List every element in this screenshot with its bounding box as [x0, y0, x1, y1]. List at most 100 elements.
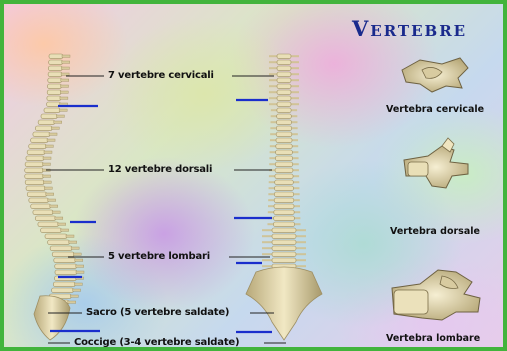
label-sacrum: Sacro (5 vertebre saldate) — [86, 307, 229, 318]
side-spinous-process — [60, 91, 68, 93]
label-lumbar-vertebra: Vertebra lombare — [386, 333, 480, 344]
side-vertebra — [55, 270, 77, 275]
side-vertebra — [49, 54, 63, 59]
front-vertebra — [272, 240, 296, 245]
front-vertebra — [275, 180, 294, 185]
side-spinous-process — [70, 295, 78, 297]
front-vertebra — [277, 84, 291, 89]
front-vertebra — [277, 96, 291, 101]
side-vertebra — [54, 258, 76, 263]
front-vertebra — [277, 90, 291, 95]
front-vertebra — [272, 252, 296, 257]
side-spinous-process — [62, 55, 70, 57]
side-spinous-process — [55, 217, 63, 219]
side-spinous-process — [61, 229, 69, 231]
label-thoracic-vertebra: Vertebra dorsale — [390, 226, 480, 237]
side-spinous-process — [45, 145, 53, 147]
side-vertebra — [48, 78, 62, 83]
side-spinous-process — [76, 271, 84, 273]
label-cervical-vertebra: Vertebra cervicale — [386, 104, 484, 115]
leader-lines — [46, 76, 286, 343]
side-spinous-process — [59, 109, 67, 111]
side-vertebra — [33, 132, 50, 137]
side-spinous-process — [62, 61, 70, 63]
side-spinous-process — [60, 97, 68, 99]
front-vertebra — [275, 168, 293, 173]
side-vertebra — [31, 138, 48, 143]
side-vertebra — [47, 90, 61, 95]
front-vertebra — [274, 192, 293, 197]
thoracic-vertebra-icon — [404, 138, 468, 188]
side-spinous-process — [69, 241, 77, 243]
front-vertebra — [273, 222, 294, 227]
side-vertebra — [45, 234, 67, 239]
side-vertebra — [49, 60, 63, 65]
side-spinous-process — [42, 163, 50, 165]
side-spinous-process — [61, 67, 69, 69]
cervical-vertebra-icon — [402, 58, 468, 92]
side-spinous-process — [71, 247, 79, 249]
side-vertebra — [53, 282, 75, 287]
side-vertebra — [38, 222, 59, 227]
label-cervical: 7 vertebre cervicali — [108, 70, 214, 81]
front-vertebra — [272, 234, 296, 239]
front-vertebra — [275, 156, 292, 161]
front-vertebra — [277, 78, 291, 83]
front-vertebra — [277, 72, 291, 77]
side-spinous-process — [49, 133, 57, 135]
front-vertebra — [277, 102, 291, 107]
side-spinous-process — [44, 151, 52, 153]
section-markers — [50, 100, 272, 332]
label-thoracic: 12 vertebre dorsali — [108, 164, 212, 175]
side-vertebra — [35, 126, 52, 131]
side-spinous-process — [47, 139, 55, 141]
side-vertebra — [26, 156, 44, 161]
lateral-spine-view — [25, 54, 84, 340]
front-vertebra — [274, 210, 294, 215]
frontal-spine-view — [246, 54, 322, 340]
side-spinous-process — [66, 235, 74, 237]
front-vertebra — [277, 120, 292, 125]
side-spinous-process — [58, 223, 66, 225]
front-vertebra — [276, 132, 292, 137]
side-spinous-process — [48, 199, 56, 201]
side-vertebra — [55, 264, 77, 269]
front-vertebra — [272, 246, 296, 251]
side-vertebra — [27, 192, 47, 197]
front-vertebra — [272, 258, 296, 263]
front-vertebra — [277, 114, 292, 119]
side-spinous-process — [50, 205, 58, 207]
side-spinous-process — [68, 301, 76, 303]
side-vertebra — [41, 114, 57, 119]
side-spinous-process — [74, 283, 82, 285]
front-vertebra — [274, 204, 294, 209]
side-spinous-process — [54, 121, 62, 123]
side-vertebra — [52, 288, 74, 293]
side-vertebra — [38, 120, 55, 125]
side-vertebra — [48, 66, 62, 71]
side-vertebra — [52, 252, 74, 257]
front-vertebra — [275, 174, 293, 179]
front-vertebra — [272, 228, 296, 233]
front-vertebra — [274, 198, 294, 203]
side-vertebra — [48, 84, 62, 89]
front-sacrum — [246, 267, 322, 340]
side-vertebra — [33, 210, 53, 215]
side-vertebra — [27, 150, 45, 155]
side-vertebra — [44, 108, 60, 113]
side-spinous-process — [43, 175, 51, 177]
side-spinous-process — [46, 193, 54, 195]
side-vertebra — [47, 96, 61, 101]
side-vertebra — [26, 186, 45, 191]
side-spinous-process — [73, 253, 81, 255]
side-spinous-process — [61, 85, 69, 87]
side-spinous-process — [61, 73, 69, 75]
side-spinous-process — [75, 259, 83, 261]
front-vertebra — [274, 216, 295, 221]
front-vertebra — [276, 144, 292, 149]
label-coccyx: Coccige (3-4 vertebre saldate) — [74, 337, 239, 348]
side-spinous-process — [43, 157, 51, 159]
side-vertebra — [31, 204, 51, 209]
front-vertebra — [276, 126, 291, 131]
